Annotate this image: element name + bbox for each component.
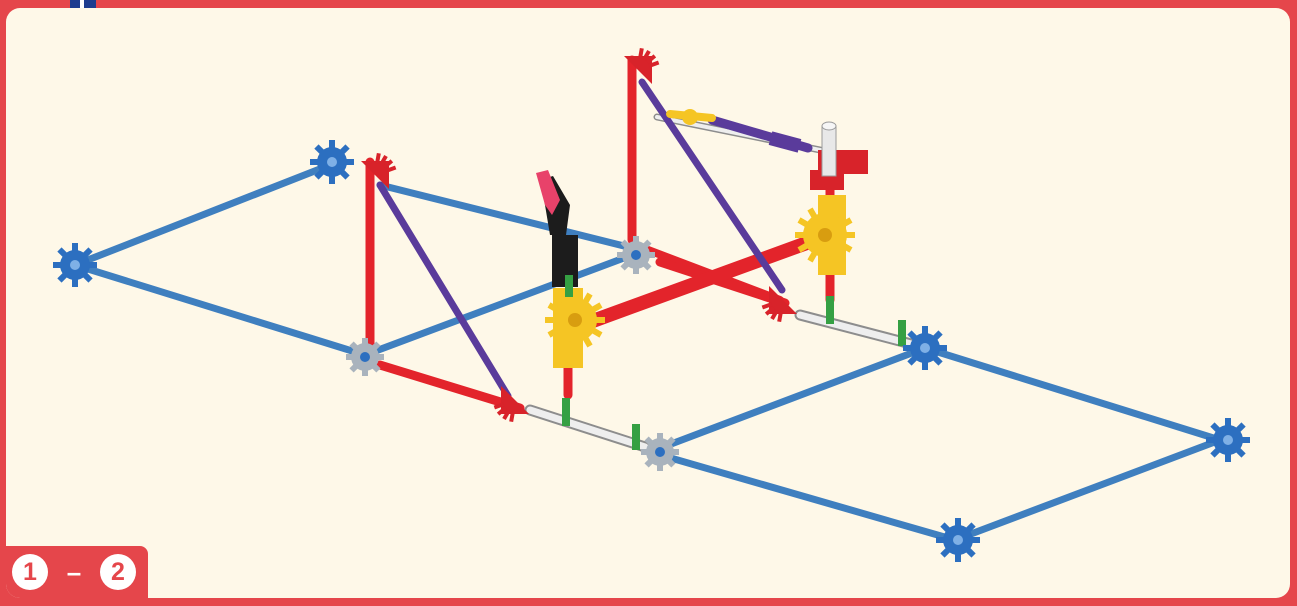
step-separator: –	[48, 557, 100, 588]
red-rods	[370, 60, 830, 408]
step-to-number: 2	[100, 554, 136, 590]
blue-base-rods	[75, 165, 1220, 540]
step-from-number: 1	[12, 554, 48, 590]
gray-connectors	[346, 236, 679, 471]
step-badge: 1 – 2	[6, 546, 148, 598]
purple-connector	[769, 131, 802, 152]
model-illustration	[6, 8, 1290, 598]
white-post	[822, 122, 836, 176]
red-connectors	[361, 48, 868, 422]
instruction-panel: 1 – 2	[6, 8, 1290, 598]
